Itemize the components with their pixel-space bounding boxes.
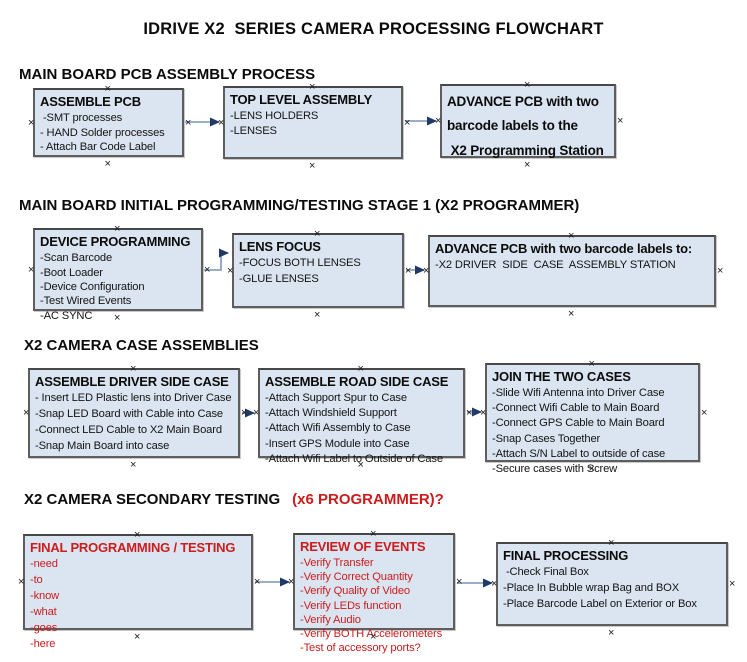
section-heading-pcb-assembly: MAIN BOARD PCB ASSEMBLY PROCESS <box>19 66 316 83</box>
box-title: ASSEMBLE DRIVER SIDE CASE <box>35 374 229 389</box>
flow-box-assemble-pcb[interactable]: ASSEMBLE PCB -SMT processes - HAND Solde… <box>28 84 191 169</box>
box-title: ADVANCE PCB with two barcode labels to t… <box>447 94 604 158</box>
box-title: ASSEMBLE ROAD SIDE CASE <box>265 374 449 389</box>
box-title: FINAL PROGRAMMING / TESTING <box>30 540 236 555</box>
flow-box-final-programming-testing[interactable]: FINAL PROGRAMMING / TESTING -need -to -k… <box>18 530 260 650</box>
flow-box-assemble-driver-side-case[interactable]: ASSEMBLE DRIVER SIDE CASE - Insert LED P… <box>23 364 247 470</box>
box-items: - Insert LED Plastic lens into Driver Ca… <box>35 392 232 452</box>
box-items: -SMT processes - HAND Solder processes -… <box>40 112 165 154</box>
section-heading-case-assemblies: X2 CAMERA CASE ASSEMBLIES <box>24 337 259 354</box>
flow-box-review-of-events[interactable]: REVIEW OF EVENTS -Verify Transfer -Verif… <box>288 529 462 654</box>
page-title: IDRIVE X2 SERIES CAMERA PROCESSING FLOWC… <box>143 20 604 38</box>
box-items: -Check Final Box -Place In Bubble wrap B… <box>503 566 697 610</box>
flow-box-top-level-assembly[interactable]: TOP LEVEL ASSEMBLY -LENS HOLDERS -LENSES <box>218 82 410 171</box>
box-items: -Slide Wifi Antenna into Driver Case -Co… <box>492 387 666 475</box>
box-title: FINAL PROCESSING <box>503 548 629 563</box>
box-title: LENS FOCUS <box>239 239 321 254</box>
box-items: -need -to -know -what -goes -here <box>30 558 60 650</box>
box-title: ADVANCE PCB with two barcode labels to: <box>435 241 693 256</box>
box-title: ASSEMBLE PCB <box>40 94 141 109</box>
box-items: -FOCUS BOTH LENSES -GLUE LENSES <box>239 257 361 285</box>
box-items: -X2 DRIVER SIDE CASE ASSEMBLY STATION <box>435 259 676 272</box>
box-title: JOIN THE TWO CASES <box>492 369 631 384</box>
box-items: -Attach Support Spur to Case -Attach Win… <box>265 392 443 465</box>
box-title: TOP LEVEL ASSEMBLY <box>230 92 373 107</box>
flow-box-assemble-road-side-case[interactable]: ASSEMBLE ROAD SIDE CASE -Attach Support … <box>253 364 472 470</box>
section-heading-initial-programming: MAIN BOARD INITIAL PROGRAMMING/TESTING S… <box>19 197 580 214</box>
box-items: -Scan Barcode -Boot Loader -Device Confi… <box>40 252 145 322</box>
section-heading-secondary-testing-red: (x6 PROGRAMMER)? <box>292 491 444 508</box>
flow-box-advance-pcb-programming-station[interactable]: ADVANCE PCB with two barcode labels to t… <box>435 80 623 170</box>
flow-box-device-programming[interactable]: DEVICE PROGRAMMING -Scan Barcode -Boot L… <box>28 224 210 323</box>
section-heading-secondary-testing-black: X2 CAMERA SECONDARY TESTING <box>24 491 281 508</box>
box-items: -Verify Transfer -Verify Correct Quantit… <box>300 557 443 654</box>
box-items: -LENS HOLDERS -LENSES <box>230 110 319 137</box>
box-title: REVIEW OF EVENTS <box>300 539 426 554</box>
box-title: DEVICE PROGRAMMING <box>40 234 191 249</box>
flow-box-advance-pcb-driver-side-station[interactable]: ADVANCE PCB with two barcode labels to: … <box>423 231 723 319</box>
flow-box-join-the-two-cases[interactable]: JOIN THE TWO CASES -Slide Wifi Antenna i… <box>480 359 707 475</box>
flow-box-final-processing[interactable]: FINAL PROCESSING -Check Final Box -Place… <box>491 538 735 638</box>
flow-box-lens-focus[interactable]: LENS FOCUS -FOCUS BOTH LENSES -GLUE LENS… <box>227 229 411 320</box>
section-heading-secondary-testing: X2 CAMERA SECONDARY TESTING (x6 PROGRAMME… <box>24 491 444 508</box>
